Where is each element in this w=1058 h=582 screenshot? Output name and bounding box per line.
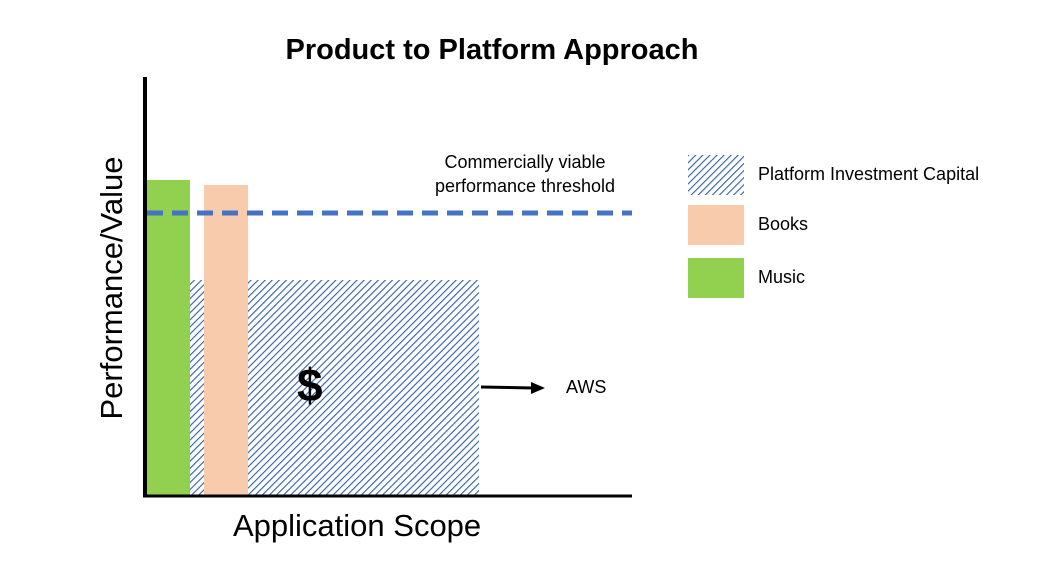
legend-swatch-hatch bbox=[688, 155, 744, 195]
aws-arrow bbox=[480, 382, 545, 394]
legend-swatch-music bbox=[688, 258, 744, 298]
legend-swatch-books bbox=[688, 205, 744, 245]
legend-label: Platform Investment Capital bbox=[758, 164, 980, 184]
aws-label: AWS bbox=[566, 377, 607, 397]
legend-label: Books bbox=[758, 214, 809, 234]
threshold-label-line2: performance threshold bbox=[434, 176, 616, 196]
legend-label: Music bbox=[758, 267, 806, 287]
y-axis-label: Performance/Value bbox=[94, 156, 129, 420]
diagram-title: Product to Platform Approach bbox=[285, 34, 699, 66]
threshold-label-line1: Commercially viable bbox=[444, 152, 606, 172]
books-bar bbox=[204, 185, 248, 495]
x-axis-label: Application Scope bbox=[233, 508, 482, 543]
music-bar bbox=[147, 180, 190, 495]
threshold-label: Commercially viable performance threshol… bbox=[398, 150, 652, 198]
dollar-symbol: $ bbox=[297, 359, 323, 411]
